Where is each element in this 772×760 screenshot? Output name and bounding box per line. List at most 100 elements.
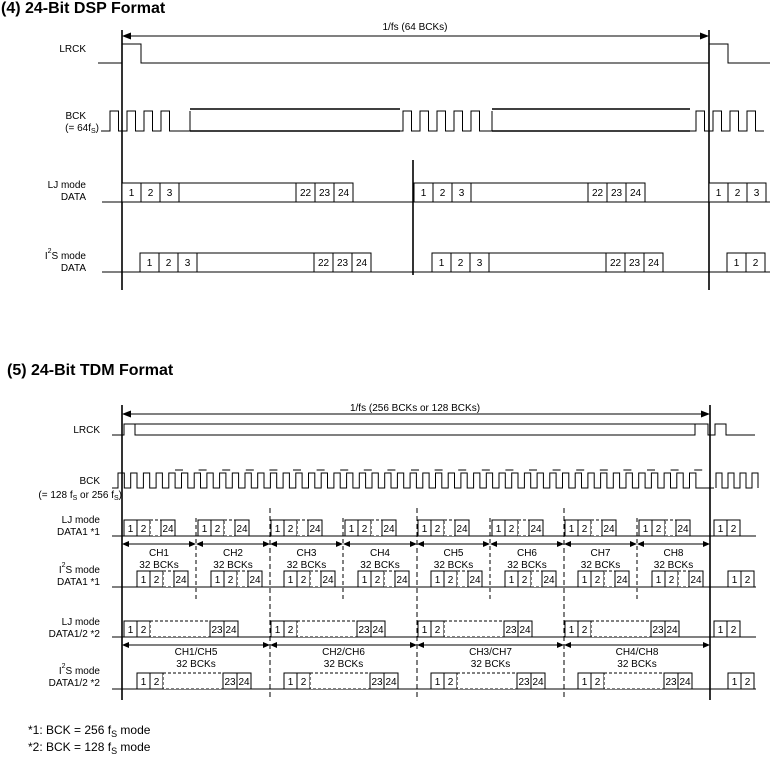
bit-cell [307, 519, 323, 537]
channel-name: CH3/CH7 [469, 647, 512, 658]
channel-bcks: 32 BCKs [654, 560, 693, 571]
bit-label: 1 [422, 524, 428, 535]
bit-cell [746, 182, 767, 203]
bit-label: 2 [215, 524, 221, 535]
arrow-head [410, 642, 417, 648]
bit-label: 1 [435, 575, 441, 586]
bit-cell [740, 570, 755, 588]
bits-gap [236, 570, 249, 588]
bit-label: 23 [518, 677, 530, 688]
bit-label: 22 [318, 258, 330, 269]
bit-label: 24 [679, 677, 691, 688]
bit-label: 2 [731, 524, 737, 535]
bit-label: 2 [288, 625, 294, 636]
bit-label: 24 [338, 188, 350, 199]
bit-label: 24 [677, 524, 689, 535]
dsp-bck-waveform [101, 108, 764, 132]
bit-label: 2 [731, 625, 737, 636]
bit-cell [247, 570, 263, 588]
bit-label: 2 [228, 575, 234, 586]
bit-label: 1 [582, 677, 588, 688]
bit-cell [541, 570, 557, 588]
bit-label: 23 [652, 625, 664, 636]
arrow-head [490, 541, 497, 547]
bit-label: 24 [175, 575, 187, 586]
tdm-bck-sub: (= 128 fS or 256 fS) [38, 490, 122, 502]
channel-bcks: 32 BCKs [176, 659, 215, 670]
channel-bcks: 32 BCKs [471, 659, 510, 670]
bit-label: 24 [519, 625, 531, 636]
bit-label: 1 [128, 524, 134, 535]
bit-cell [740, 672, 755, 690]
bits-gap [456, 672, 518, 690]
bit-cell [675, 519, 691, 537]
bit-label: 24 [309, 524, 321, 535]
bit-label: 2 [582, 524, 588, 535]
bits-gap [223, 519, 236, 537]
bit-cell [160, 519, 176, 537]
bit-label: 24 [690, 575, 702, 586]
bit-label: 1 [288, 575, 294, 586]
tdm-bck-pulses [112, 472, 714, 489]
bit-label: 1 [128, 625, 134, 636]
bit-label: 23 [211, 625, 223, 636]
bit-label: 23 [665, 677, 677, 688]
bit-label: 2 [753, 258, 759, 269]
bit-label: 24 [238, 677, 250, 688]
bit-cell [745, 252, 766, 273]
bit-label: 1 [288, 677, 294, 688]
bit-label: 23 [337, 258, 349, 269]
arrow-head [703, 642, 710, 648]
dsp-period-arrow: 1/fs (64 BCKs) [122, 22, 709, 40]
tdm-period-arrow: 1/fs (256 BCKs or 128 BCKs) [122, 403, 710, 418]
bit-label: 1 [141, 677, 147, 688]
bits-gap [517, 519, 530, 537]
bit-label: 2 [522, 575, 528, 586]
bit-label: 1 [718, 524, 724, 535]
bit-label: 24 [322, 575, 334, 586]
channel-bcks: 32 BCKs [617, 659, 656, 670]
arrow-head [122, 642, 129, 648]
bit-label: 3 [459, 188, 465, 199]
bits-gap [603, 570, 616, 588]
bit-label: 1 [421, 188, 427, 199]
bit-label: 2 [148, 188, 154, 199]
bit-cell [688, 570, 704, 588]
bit-label: 24 [162, 524, 174, 535]
channel-name: CH2 [223, 548, 243, 559]
bits-gap [590, 519, 603, 537]
channel-bcks: 32 BCKs [434, 560, 473, 571]
arrow-head [630, 541, 637, 547]
bit-label: 24 [648, 258, 660, 269]
bit-label: 23 [358, 625, 370, 636]
bit-label: 1 [202, 524, 208, 535]
bit-label: 24 [249, 575, 261, 586]
bit-label: 24 [543, 575, 555, 586]
bit-cell [320, 570, 336, 588]
bit-label: 1 [147, 258, 153, 269]
bck-seg [101, 110, 191, 132]
channel-name: CH7 [590, 548, 610, 559]
bits-gap [309, 672, 371, 690]
bit-label: 2 [362, 524, 368, 535]
arrow-head [343, 541, 350, 547]
bits-gap [603, 672, 665, 690]
bit-label: 1 [496, 524, 502, 535]
arrow-head [557, 541, 564, 547]
arrow-head [336, 541, 343, 547]
dsp-bck-label: BCK [65, 111, 86, 122]
tdm-title: (5) 24-Bit TDM Format [7, 362, 174, 379]
bits-gap [664, 519, 677, 537]
bits-gap [149, 620, 211, 638]
bit-label: 2 [154, 677, 160, 688]
bit-label: 3 [185, 258, 191, 269]
bit-label: 2 [595, 677, 601, 688]
bit-cell [394, 570, 410, 588]
arrow-head [637, 541, 644, 547]
bit-label: 24 [666, 625, 678, 636]
dsp-title: (4) 24-Bit DSP Format [1, 0, 166, 17]
arrow-head [122, 541, 129, 547]
